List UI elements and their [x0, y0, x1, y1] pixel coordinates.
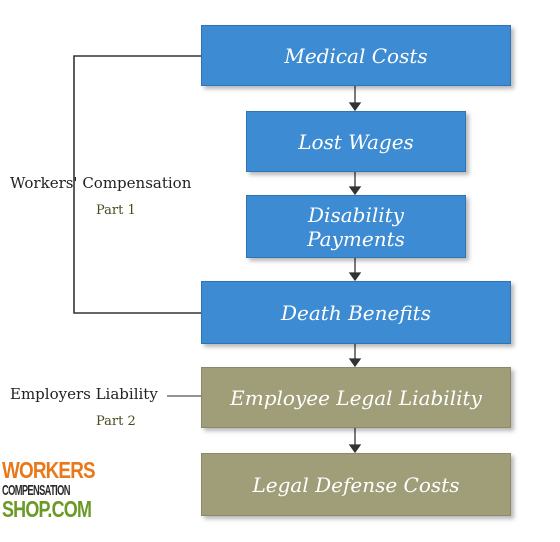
medical-costs-box: Medical Costs — [201, 25, 511, 86]
workers-comp-bracket — [73, 55, 201, 314]
disability-label-line2: Payments — [307, 226, 405, 251]
death-benefits-box: Death Benefits — [201, 281, 511, 344]
logo-line-compensation: COMPENSATION — [2, 482, 70, 499]
part2-label: Part 2 — [96, 414, 136, 429]
employee-legal-liability-label: Employee Legal Liability — [230, 385, 482, 410]
lost-wages-box: Lost Wages — [246, 111, 466, 172]
part1-label: Part 1 — [96, 203, 136, 218]
legal-defense-costs-label: Legal Defense Costs — [252, 472, 460, 497]
employee-legal-liability-box: Employee Legal Liability — [201, 367, 511, 428]
disability-label-line1: Disability — [308, 202, 404, 227]
death-benefits-label: Death Benefits — [281, 300, 431, 325]
flow-arrows — [348, 86, 362, 454]
legal-defense-costs-box: Legal Defense Costs — [201, 453, 511, 516]
logo-line-shop: SHOP.COM — [2, 496, 92, 522]
workers-comp-label: Workers' Compensation — [10, 174, 192, 192]
workers-compensation-shop-logo: WORKERS COMPENSATION SHOP.COM — [2, 457, 96, 531]
medical-costs-label: Medical Costs — [284, 43, 428, 68]
disability-payments-box: Disability Payments — [246, 195, 466, 258]
lost-wages-label: Lost Wages — [298, 129, 414, 154]
employers-liability-label: Employers Liability — [10, 385, 158, 403]
logo-line-workers: WORKERS — [2, 457, 96, 483]
